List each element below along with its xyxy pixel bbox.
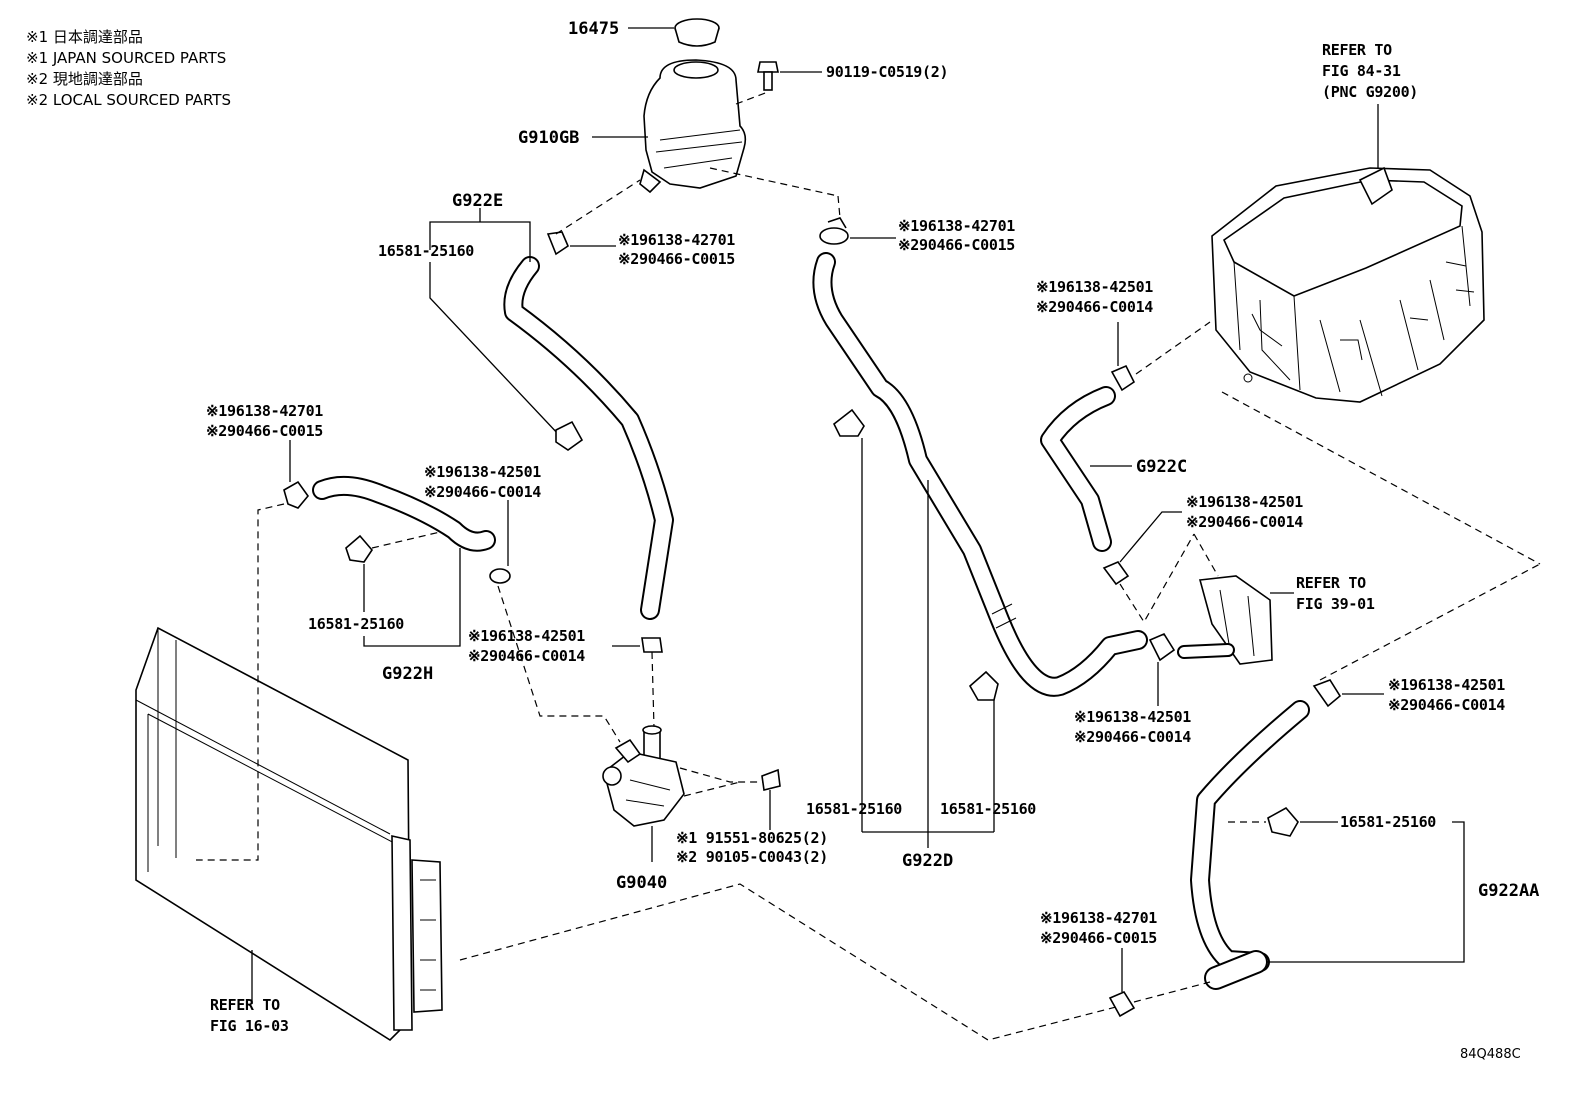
label-g9040[interactable]: G9040 [616,873,667,893]
label-hose-clamp-g922d-2[interactable]: 16581-25160 [940,800,1037,818]
label-hose-clamp-g922d-1[interactable]: 16581-25160 [806,800,903,818]
label-16475[interactable]: 16475 [568,19,619,39]
label-ref-inverter-1[interactable]: REFER TO [1322,41,1392,59]
hose-clamp-g922d-left [832,408,865,437]
hose-g922c [1040,386,1116,552]
reservoir-cap [628,18,720,47]
label-90119[interactable]: 90119-C0519(2) [826,63,949,81]
label-hose-clamp-g922h[interactable]: 16581-25160 [308,615,405,633]
label-clip-7a[interactable]: ※196138-42501 [1186,493,1304,511]
label-ref-radiator-1[interactable]: REFER TO [210,996,280,1014]
note-japan-en: ※1 JAPAN SOURCED PARTS [26,49,226,67]
clip-g922aa-bottom [1108,948,1211,1018]
reservoir-tank [592,59,769,194]
label-clip-4a[interactable]: ※196138-42701 [206,402,324,420]
clip-pump-top [612,637,663,729]
label-clip-9b[interactable]: ※290466-C0014 [1388,696,1506,714]
label-ref-bracket-1[interactable]: REFER TO [1296,574,1366,592]
clip-g922e-top [546,179,641,256]
label-clip-5a[interactable]: ※196138-42501 [468,627,586,645]
label-clip-1b[interactable]: ※290466-C0015 [618,250,736,268]
bolt-pump [761,768,781,830]
label-clip-4b[interactable]: ※290466-C0015 [206,422,324,440]
label-g922h[interactable]: G922H [382,664,433,684]
inverter-assembly [1211,104,1485,403]
note-japan-jp: ※1 日本調達部品 [26,28,143,46]
clip-g922h-right [489,500,621,743]
label-clip-1a[interactable]: ※196138-42701 [618,231,736,249]
label-clip-5b[interactable]: ※290466-C0014 [468,647,586,665]
hose-g922d [812,252,1148,697]
hose-clamp-g922d-right [968,670,999,701]
label-ref-radiator-2[interactable]: FIG 16-03 [210,1017,289,1035]
hose-clamp-g922h [345,531,441,563]
label-hose-clamp-g922e[interactable]: 16581-25160 [378,242,475,260]
water-pump [602,725,770,862]
label-clip-9a[interactable]: ※196138-42501 [1388,676,1506,694]
label-clip-2b[interactable]: ※290466-C0015 [898,236,1016,254]
label-clip-6b[interactable]: ※290466-C0014 [1036,298,1154,316]
radiator [135,626,443,1042]
clip-g922d-top [709,167,896,245]
note-local-en: ※2 LOCAL SOURCED PARTS [26,91,231,109]
label-ref-inverter-3[interactable]: (PNC G9200) [1322,83,1418,101]
bracket-fig-39 [1177,575,1294,665]
label-g922d[interactable]: G922D [902,851,953,871]
note-local-jp: ※2 現地調達部品 [26,70,143,88]
label-clip-8a[interactable]: ※196138-42501 [1074,708,1192,726]
label-clip-10a[interactable]: ※196138-42701 [1040,909,1158,927]
label-bolt-1[interactable]: ※1 91551-80625(2) [676,829,828,847]
figure-code: 84Q488C [1460,1047,1521,1062]
label-ref-bracket-2[interactable]: FIG 39-01 [1296,595,1375,613]
label-hose-clamp-g922aa[interactable]: 16581-25160 [1340,813,1437,831]
label-g922c[interactable]: G922C [1136,457,1187,477]
hose-g922e [503,256,674,620]
hose-clamp-g922e-mid [555,420,584,451]
hose-g922aa [1190,700,1310,990]
label-clip-10b[interactable]: ※290466-C0015 [1040,929,1158,947]
hose-clamp-g922aa [1228,806,1338,837]
dash-radiator-loop [459,883,1121,1041]
label-g922e[interactable]: G922E [452,191,503,211]
clip-g922aa-top [1312,563,1541,708]
bolt-90119 [757,61,822,91]
clip-g922c-top [1110,321,1211,392]
label-clip-8b[interactable]: ※290466-C0014 [1074,728,1192,746]
label-g922aa[interactable]: G922AA [1478,881,1539,901]
hose-g922h [312,475,496,552]
dash-inverter-loop [1221,391,1541,565]
label-clip-6a[interactable]: ※196138-42501 [1036,278,1154,296]
clip-g922c-bottom [1102,511,1219,624]
label-bolt-2[interactable]: ※2 90105-C0043(2) [676,848,828,866]
legend-notes: ※1 日本調達部品 ※1 JAPAN SOURCED PARTS ※2 現地調達… [26,28,231,109]
label-clip-2a[interactable]: ※196138-42701 [898,217,1016,235]
label-ref-inverter-2[interactable]: FIG 84-31 [1322,62,1401,80]
clip-g922h-left [196,440,310,861]
clip-g922d-end [1148,632,1176,706]
label-clip-3a[interactable]: ※196138-42501 [424,463,542,481]
label-g910gb[interactable]: G910GB [518,128,579,148]
label-clip-7b[interactable]: ※290466-C0014 [1186,513,1304,531]
label-clip-3b[interactable]: ※290466-C0014 [424,483,542,501]
